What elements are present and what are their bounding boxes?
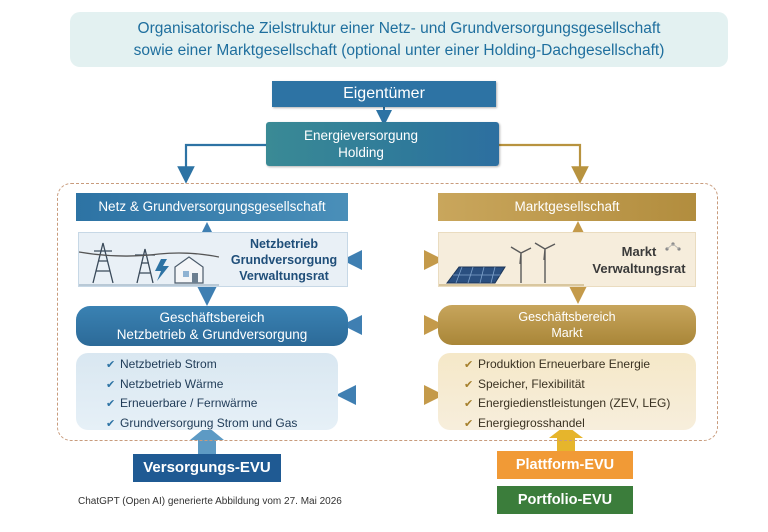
netz-item-label: Erneuerbare / Fernwärme bbox=[120, 396, 258, 410]
markt-board-label: Markt Verwaltungsrat bbox=[584, 243, 694, 277]
markt-division-line-1: Geschäftsbereich bbox=[518, 310, 616, 324]
plattform-up-arrow bbox=[549, 425, 583, 451]
markt-items: ✔ Produktion Erneuerbare Energie ✔ Speiche… bbox=[464, 355, 696, 433]
diagram-title: Organisatorische Zielstruktur einer Netz… bbox=[70, 12, 728, 67]
wind-turbine-icon bbox=[510, 242, 556, 283]
check-icon: ✔ bbox=[464, 417, 474, 430]
title-line-2: sowie einer Marktgesellschaft (optional … bbox=[133, 42, 665, 59]
markt-board-line-2: Verwaltungsrat bbox=[592, 261, 686, 276]
markt-item-label: Produktion Erneuerbare Energie bbox=[478, 357, 651, 371]
netz-division-line-1: Geschäftsbereich bbox=[159, 310, 265, 325]
markt-company-header: Marktgesellschaft bbox=[438, 193, 696, 221]
holding-box: Energieversorgung Holding bbox=[266, 122, 499, 166]
lightning-icon bbox=[155, 259, 169, 281]
network-dots-icon bbox=[665, 242, 681, 251]
solar-panel-icon bbox=[446, 266, 506, 284]
footer-caption: ChatGPT (Open AI) generierte Abbildung v… bbox=[78, 496, 342, 507]
check-icon: ✔ bbox=[106, 359, 116, 371]
renewables-illustration bbox=[438, 232, 696, 287]
holding-line-1: Energieversorgung bbox=[303, 128, 419, 143]
netz-item-label: Netzbetrieb Wärme bbox=[120, 376, 224, 391]
markt-task-list: ✔ Produktion Erneuerbare Energie ✔ Speiche… bbox=[438, 353, 696, 430]
list-item: ✔ Netzbetrieb Wärme bbox=[106, 375, 338, 395]
netz-board-line-2: Grundversorgung bbox=[230, 253, 338, 267]
grid-illustration bbox=[78, 232, 348, 287]
list-item: ✔ Produktion Erneuerbare Energie bbox=[464, 355, 696, 375]
list-item: ✔ Energiegrosshandel bbox=[464, 414, 696, 434]
portfolio-evu-badge: Portfolio-EVU bbox=[497, 486, 633, 514]
netz-board-label: Netzbetrieb Grundversorgung Verwaltungsr… bbox=[220, 236, 348, 284]
markt-board-line-1: Markt bbox=[621, 244, 657, 259]
netz-board-line-1: Netzbetrieb bbox=[249, 237, 319, 251]
markt-item-label: Speicher, Flexibilität bbox=[478, 376, 585, 391]
netz-item-label: Grundversorgung Strom und Gas bbox=[120, 415, 298, 430]
markt-division-box: Geschäftsbereich Markt bbox=[438, 305, 696, 345]
versorgungs-evu-badge: Versorgungs-EVU bbox=[133, 454, 281, 482]
markt-division-line-2: Markt bbox=[551, 326, 583, 340]
check-icon: ✔ bbox=[106, 398, 116, 410]
check-icon: ✔ bbox=[464, 378, 474, 391]
check-icon: ✔ bbox=[106, 417, 116, 430]
netz-company-header: Netz & Grundversorgungsgesellschaft bbox=[76, 193, 348, 221]
list-item: ✔ Speicher, Flexibilität bbox=[464, 375, 696, 395]
list-item: ✔ Netzbetrieb Strom bbox=[106, 355, 338, 375]
netz-task-list: ✔ Netzbetrieb Strom ✔ Netzbetrieb Wärme ✔ E… bbox=[76, 353, 338, 430]
power-pylon-icon bbox=[79, 242, 219, 284]
list-item: ✔ Erneuerbare / Fernwärme bbox=[106, 394, 338, 414]
house-icon bbox=[174, 256, 204, 284]
plattform-evu-badge: Plattform-EVU bbox=[497, 451, 633, 479]
netz-items: ✔ Netzbetrieb Strom ✔ Netzbetrieb Wärme ✔ E… bbox=[106, 355, 338, 433]
holding-line-2: Holding bbox=[338, 145, 384, 160]
markt-item-label: Energiegrosshandel bbox=[478, 415, 585, 430]
holding-markt-arrow bbox=[499, 143, 589, 184]
check-icon: ✔ bbox=[106, 378, 116, 391]
netz-division-line-2: Netzbetrieb & Grundversorgung bbox=[116, 327, 308, 342]
owner-box: Eigentümer bbox=[272, 81, 496, 107]
companies-frame bbox=[57, 183, 718, 441]
markt-item-label: Energiedienstleistungen (ZEV, LEG) bbox=[478, 396, 671, 410]
netz-item-label: Netzbetrieb Strom bbox=[120, 357, 217, 371]
list-item: ✔ Energiedienstleistungen (ZEV, LEG) bbox=[464, 394, 696, 414]
check-icon: ✔ bbox=[464, 359, 474, 371]
netz-division-box: Geschäftsbereich Netzbetrieb & Grundvers… bbox=[76, 306, 348, 346]
list-item: ✔ Grundversorgung Strom und Gas bbox=[106, 414, 338, 434]
check-icon: ✔ bbox=[464, 398, 474, 410]
holding-netz-arrow bbox=[177, 143, 266, 184]
netz-board-line-3: Verwaltungsrat bbox=[239, 269, 329, 283]
title-line-1: Organisatorische Zielstruktur einer Netz… bbox=[137, 20, 661, 37]
